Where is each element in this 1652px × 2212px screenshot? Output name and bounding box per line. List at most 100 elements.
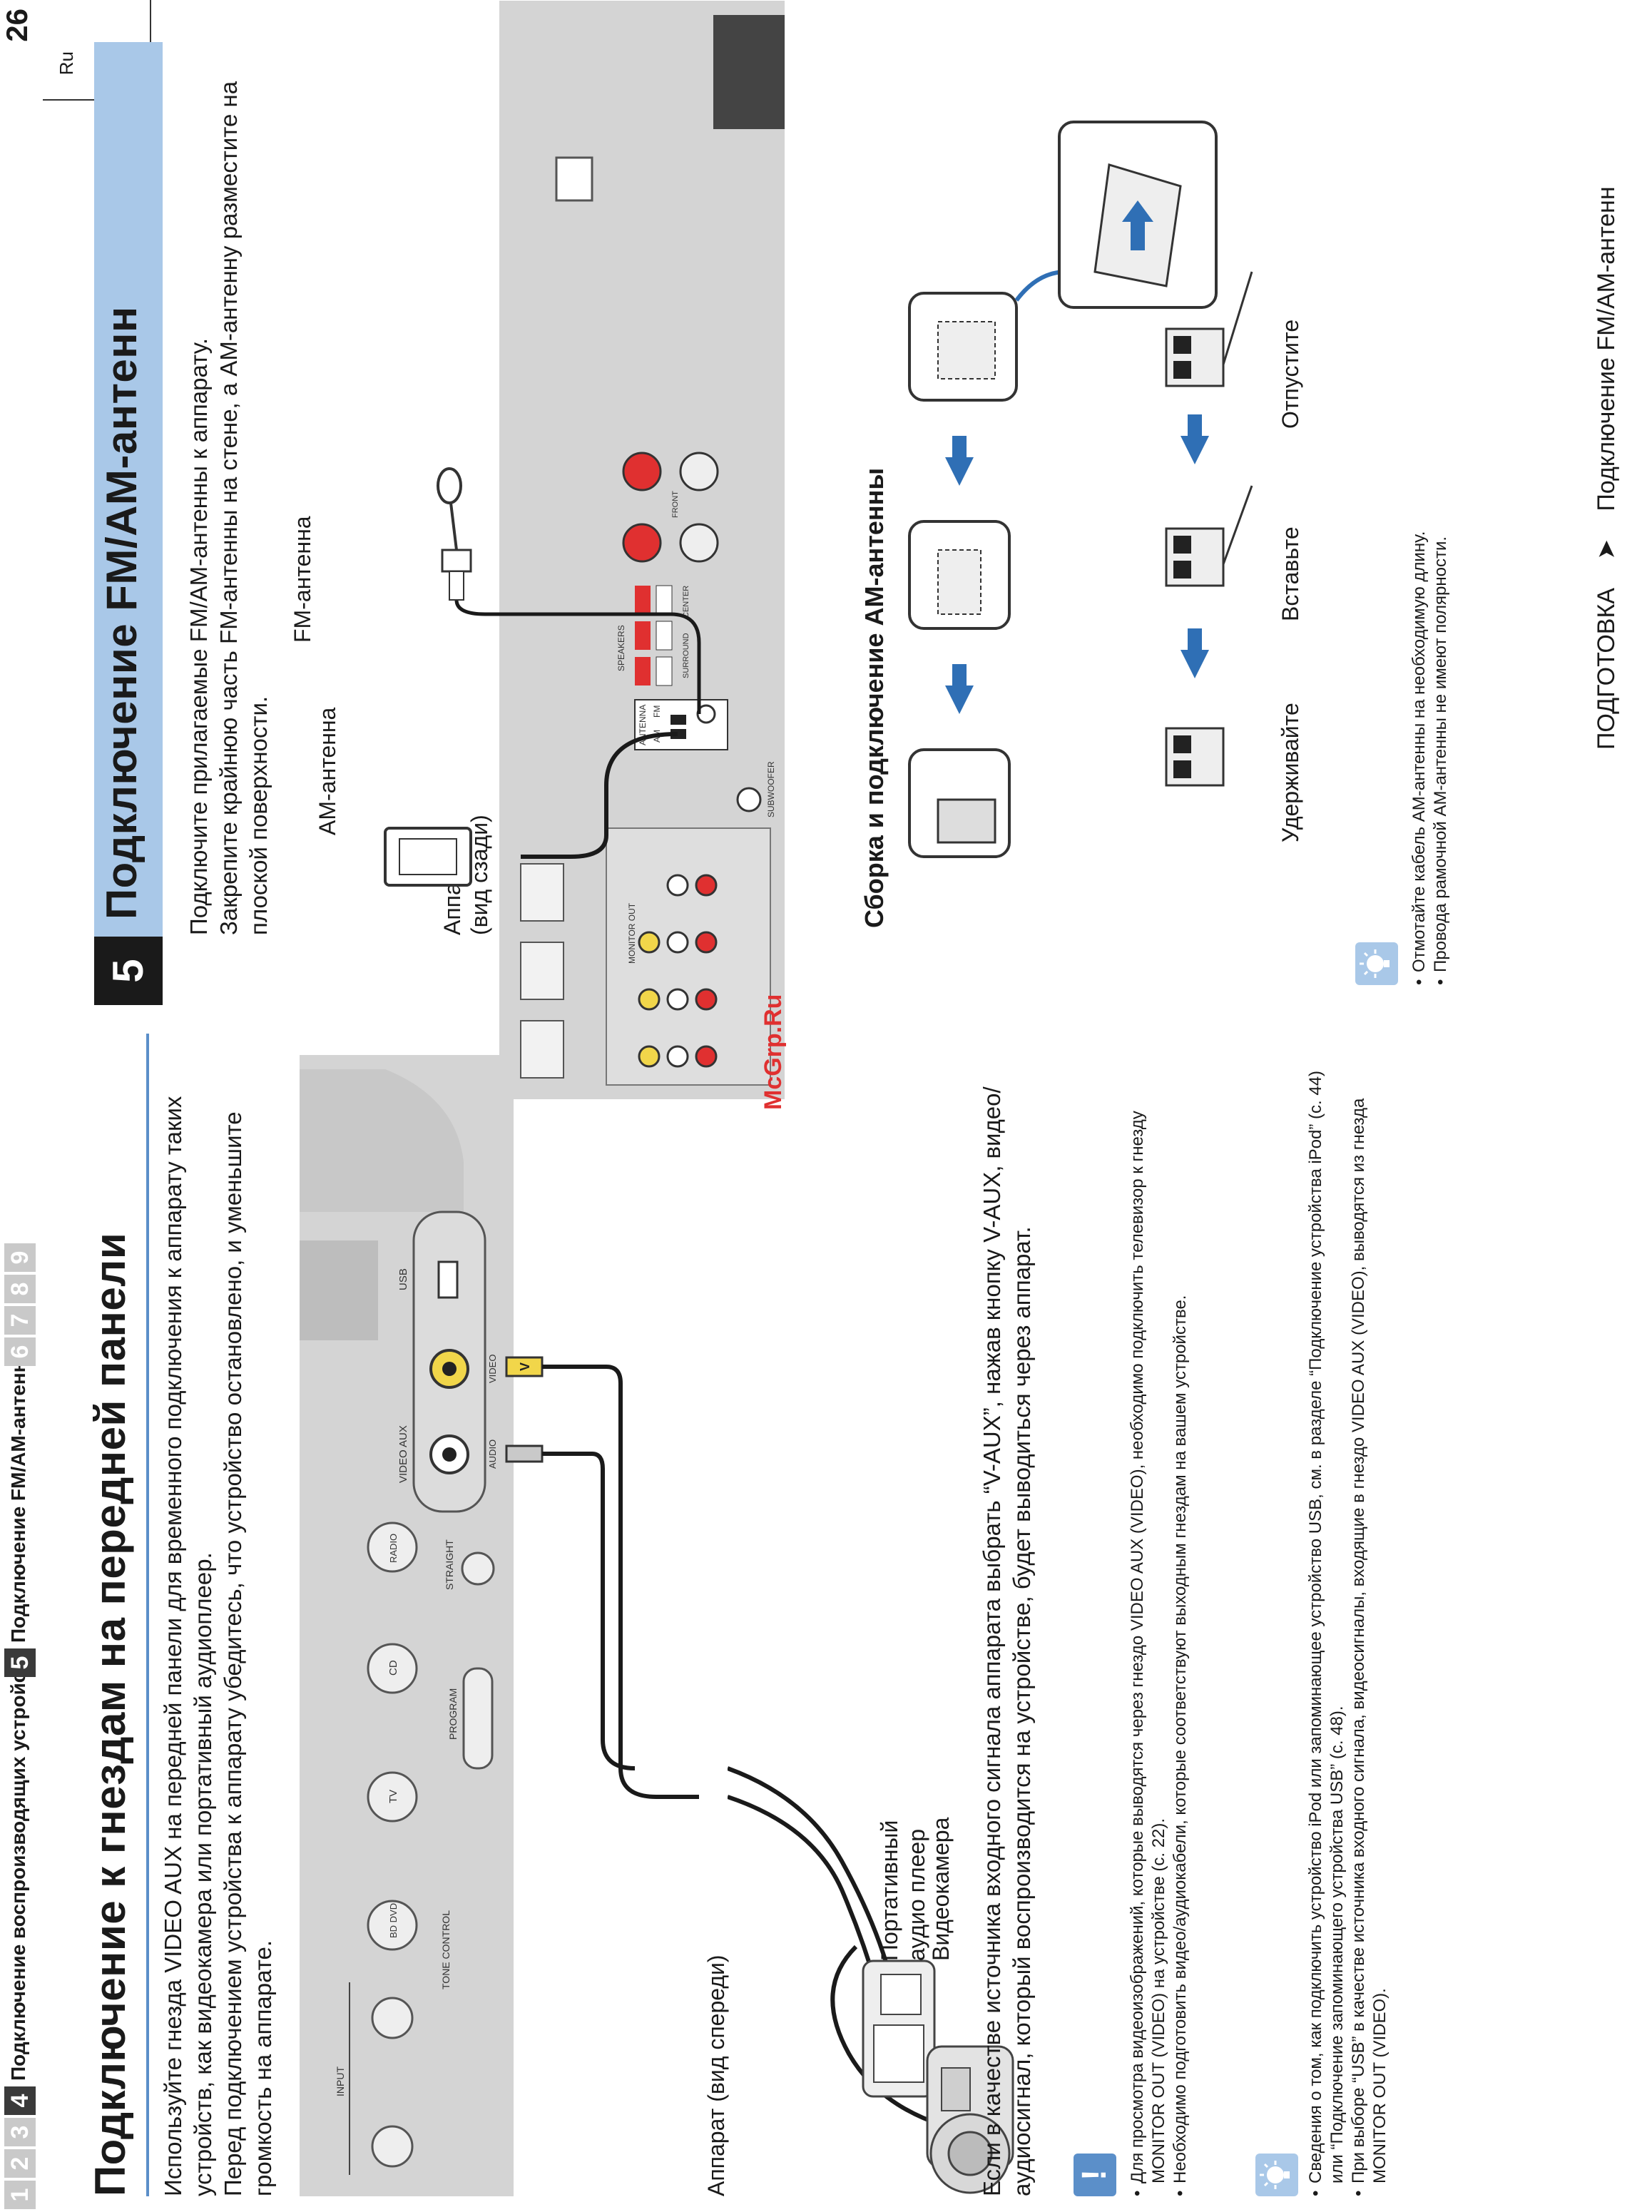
front-label: FRONT: [671, 491, 680, 518]
fm-antenna-wire: [449, 571, 464, 601]
front-speaker-post-red[interactable]: [622, 523, 662, 563]
hdmi-port[interactable]: [520, 863, 564, 922]
antenna-wire: [1222, 271, 1253, 365]
aux-audio-jack-center: [442, 1447, 457, 1462]
cd-label: CD: [387, 1660, 399, 1676]
input-label: INPUT: [335, 2066, 346, 2096]
front-speaker-post-black[interactable]: [679, 452, 719, 491]
tv-button[interactable]: [367, 1771, 418, 1823]
speaker-terminal-red[interactable]: [635, 621, 651, 650]
nav-chapter-1[interactable]: 1: [4, 2181, 36, 2209]
intro-paragraph: Используйте гнезда VIDEO AUX на передней…: [160, 1096, 216, 2196]
watermark: McGrp.Ru: [760, 994, 787, 1110]
fm-antenna-end: [437, 467, 462, 504]
footer-section[interactable]: ПОДГОТОВКА: [1593, 588, 1620, 750]
page-number: 26: [0, 9, 34, 42]
nav-chapter-5-title[interactable]: Подключение FM/AM-антенны: [7, 1343, 29, 1643]
camera-label: Видеокамера: [928, 1817, 954, 1961]
nav-chapter-8[interactable]: 8: [4, 1275, 36, 1303]
front-speaker-post-black[interactable]: [679, 523, 719, 563]
av-jack-block: [606, 827, 771, 1086]
video-jack[interactable]: [638, 988, 661, 1011]
step-arrow-icon: [945, 436, 974, 486]
aux-audio-label: AUDIO: [487, 1439, 498, 1469]
fm-antenna-cable: [454, 599, 701, 714]
monitor-out-label: MONITOR OUT: [627, 902, 637, 964]
player-label-line: аудио плеер: [904, 1829, 929, 1961]
volume-knob-area: [300, 1069, 464, 1212]
audio-l-jack[interactable]: [666, 988, 689, 1011]
bd-dvd-button[interactable]: [367, 1900, 418, 1951]
devices-illustration: [728, 1766, 1014, 2194]
radio-button[interactable]: [367, 1522, 418, 1573]
nav-chapter-2[interactable]: 2: [4, 2149, 36, 2178]
speaker-terminal-red[interactable]: [635, 657, 651, 685]
am-assembly-illustration: [908, 121, 1253, 858]
am-terminal[interactable]: [671, 715, 686, 725]
video-aux-label: VIDEO AUX: [397, 1425, 409, 1483]
step-arrow-icon: [945, 664, 974, 714]
audio-l-jack[interactable]: [666, 874, 689, 897]
nav-chapter-3[interactable]: 3: [4, 2118, 36, 2146]
am-antenna-cable: [521, 732, 678, 859]
audio-l-jack[interactable]: [666, 931, 689, 954]
intro-paragraph: Перед подключением устройства к аппарату…: [220, 1111, 276, 2196]
speaker-terminal-black[interactable]: [656, 656, 673, 686]
audio-l-jack[interactable]: [666, 1045, 689, 1068]
program-label: PROGRAM: [447, 1688, 459, 1740]
audio-r-jack[interactable]: [695, 988, 718, 1011]
antenna-wire: [1222, 485, 1253, 565]
aux-video-jack-center: [442, 1362, 457, 1376]
surround-label: SURROUND: [682, 633, 690, 678]
subwoofer-jack[interactable]: [736, 787, 762, 812]
player-keypad: [880, 1974, 922, 2015]
camera-panel: [941, 2067, 971, 2111]
input-left-knob[interactable]: [371, 2125, 414, 2168]
speaker-terminal-black[interactable]: [656, 621, 673, 651]
intro-paragraph: Подключите прилагаемые FM/AM-антенны к а…: [185, 338, 212, 935]
nav-chapter-9[interactable]: 9: [4, 1243, 36, 1272]
speaker-terminal-red[interactable]: [635, 586, 651, 614]
audio-r-jack[interactable]: [695, 874, 718, 897]
step-arrow-icon: [1181, 414, 1209, 464]
front-speaker-post-red[interactable]: [622, 452, 662, 491]
antenna-label: ANTENNA: [638, 705, 648, 745]
terminal-lever: [1173, 561, 1191, 579]
audio-r-jack[interactable]: [695, 1045, 718, 1068]
nav-chapter-4[interactable]: 4: [4, 2086, 36, 2115]
tip-note: Сведения о том, как подключить устройств…: [1305, 1048, 1348, 2196]
player-screen: [873, 2024, 924, 2083]
terminal-lever: [1173, 735, 1191, 753]
loop-stand-dashed: [937, 321, 996, 379]
camera-lens-inner: [947, 2131, 993, 2176]
loop-stand-dashed: [937, 549, 981, 615]
audio-r-jack[interactable]: [695, 931, 718, 954]
v-aux-description: Если в качестве источника входного сигна…: [979, 1086, 1035, 2196]
speaker-terminal-black[interactable]: [656, 585, 673, 615]
power-cord-holder: [555, 156, 593, 202]
warning-notes: Для просмотра видеоизображений, которые …: [1127, 1048, 1191, 2196]
nav-chapter-7[interactable]: 7: [4, 1306, 36, 1335]
hdmi-port[interactable]: [520, 942, 564, 1000]
terminal-release: [1165, 271, 1253, 387]
nav-chapter-5[interactable]: 5: [4, 1648, 36, 1677]
usb-port[interactable]: [437, 1260, 459, 1299]
video-plug-label: V: [518, 1362, 532, 1371]
input-right-knob[interactable]: [371, 1997, 414, 2039]
hdmi-port[interactable]: [520, 1020, 564, 1079]
radio-label: RADIO: [388, 1534, 399, 1563]
tip-note: Провода рамочной AM-антенны не имеют пол…: [1430, 58, 1452, 985]
cd-button[interactable]: [367, 1643, 418, 1694]
straight-button[interactable]: [461, 1551, 495, 1586]
monitor-out-jack[interactable]: [638, 931, 661, 954]
program-selector[interactable]: [462, 1667, 494, 1770]
terminal-hold: [1165, 727, 1225, 787]
audio-cable: [542, 1452, 636, 1770]
video-jack[interactable]: [638, 1045, 661, 1068]
composite-jacks: [638, 874, 718, 1068]
usb-label: USB: [397, 1268, 409, 1290]
loop-stand: [937, 798, 996, 844]
nav-chapter-4-title[interactable]: Подключение воспроизводящих устройств: [7, 1649, 29, 2081]
nav-chapter-6[interactable]: 6: [4, 1337, 36, 1366]
am-terminal[interactable]: [671, 729, 686, 739]
